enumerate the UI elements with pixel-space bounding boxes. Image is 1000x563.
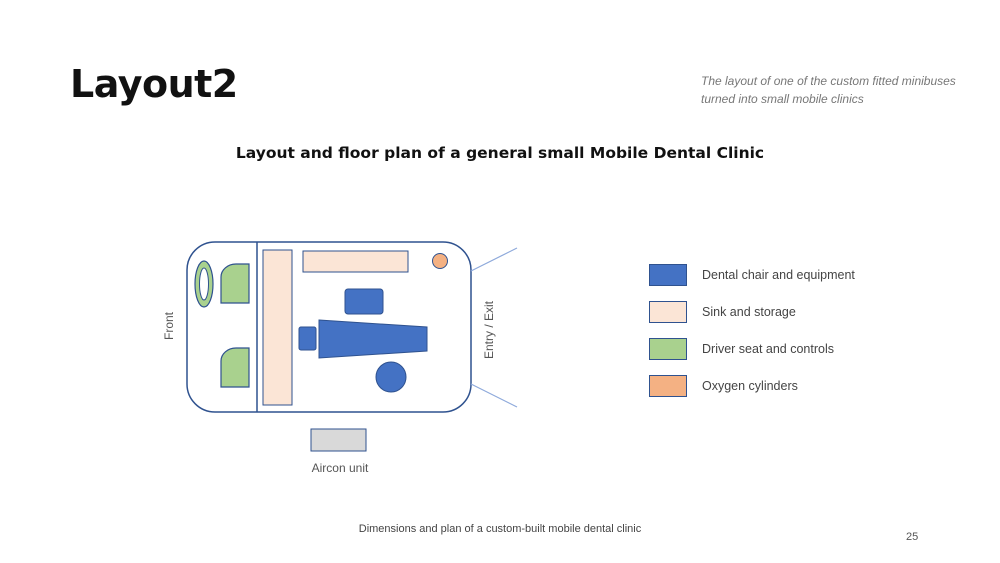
- door-swing-top: [470, 247, 518, 272]
- page-subtitle: The layout of one of the custom fitted m…: [701, 74, 956, 106]
- legend-item-dental-chair: Dental chair and equipment: [649, 264, 949, 288]
- page-number: 25: [906, 531, 919, 543]
- diagram-heading: Layout and floor plan of a general small…: [235, 144, 765, 162]
- page-title: Layout2: [70, 62, 238, 106]
- storage-cabinet-long: [262, 249, 293, 406]
- legend-swatch: [649, 264, 687, 286]
- passenger-seat: [220, 347, 250, 388]
- legend-swatch: [649, 338, 687, 360]
- driver-seat: [220, 263, 250, 304]
- steering-wheel-inner: [199, 267, 209, 301]
- legend-label: Sink and storage: [702, 305, 796, 319]
- door-swing-bottom: [470, 383, 518, 408]
- aircon-unit: [310, 428, 367, 452]
- front-label: Front: [162, 311, 176, 340]
- dentist-stool: [375, 361, 407, 393]
- legend-item-oxygen: Oxygen cylinders: [649, 375, 949, 399]
- sink-counter: [302, 250, 409, 273]
- figure-caption: Dimensions and plan of a custom-built mo…: [358, 523, 642, 535]
- aircon-label: Aircon unit: [312, 461, 369, 475]
- legend-swatch: [649, 301, 687, 323]
- legend-label: Driver seat and controls: [702, 342, 835, 356]
- legend-item-sink-storage: Sink and storage: [649, 301, 949, 325]
- oxygen-cylinder: [432, 253, 448, 269]
- equipment-cart: [344, 288, 384, 315]
- dental-headrest: [298, 326, 317, 351]
- legend-label: Oxygen cylinders: [702, 379, 798, 393]
- legend-swatch: [649, 375, 687, 397]
- entry-exit-label: Entry / Exit: [482, 300, 496, 359]
- legend-item-driver-seat: Driver seat and controls: [649, 338, 949, 362]
- dental-chair: [318, 319, 428, 359]
- legend-label: Dental chair and equipment: [702, 268, 855, 282]
